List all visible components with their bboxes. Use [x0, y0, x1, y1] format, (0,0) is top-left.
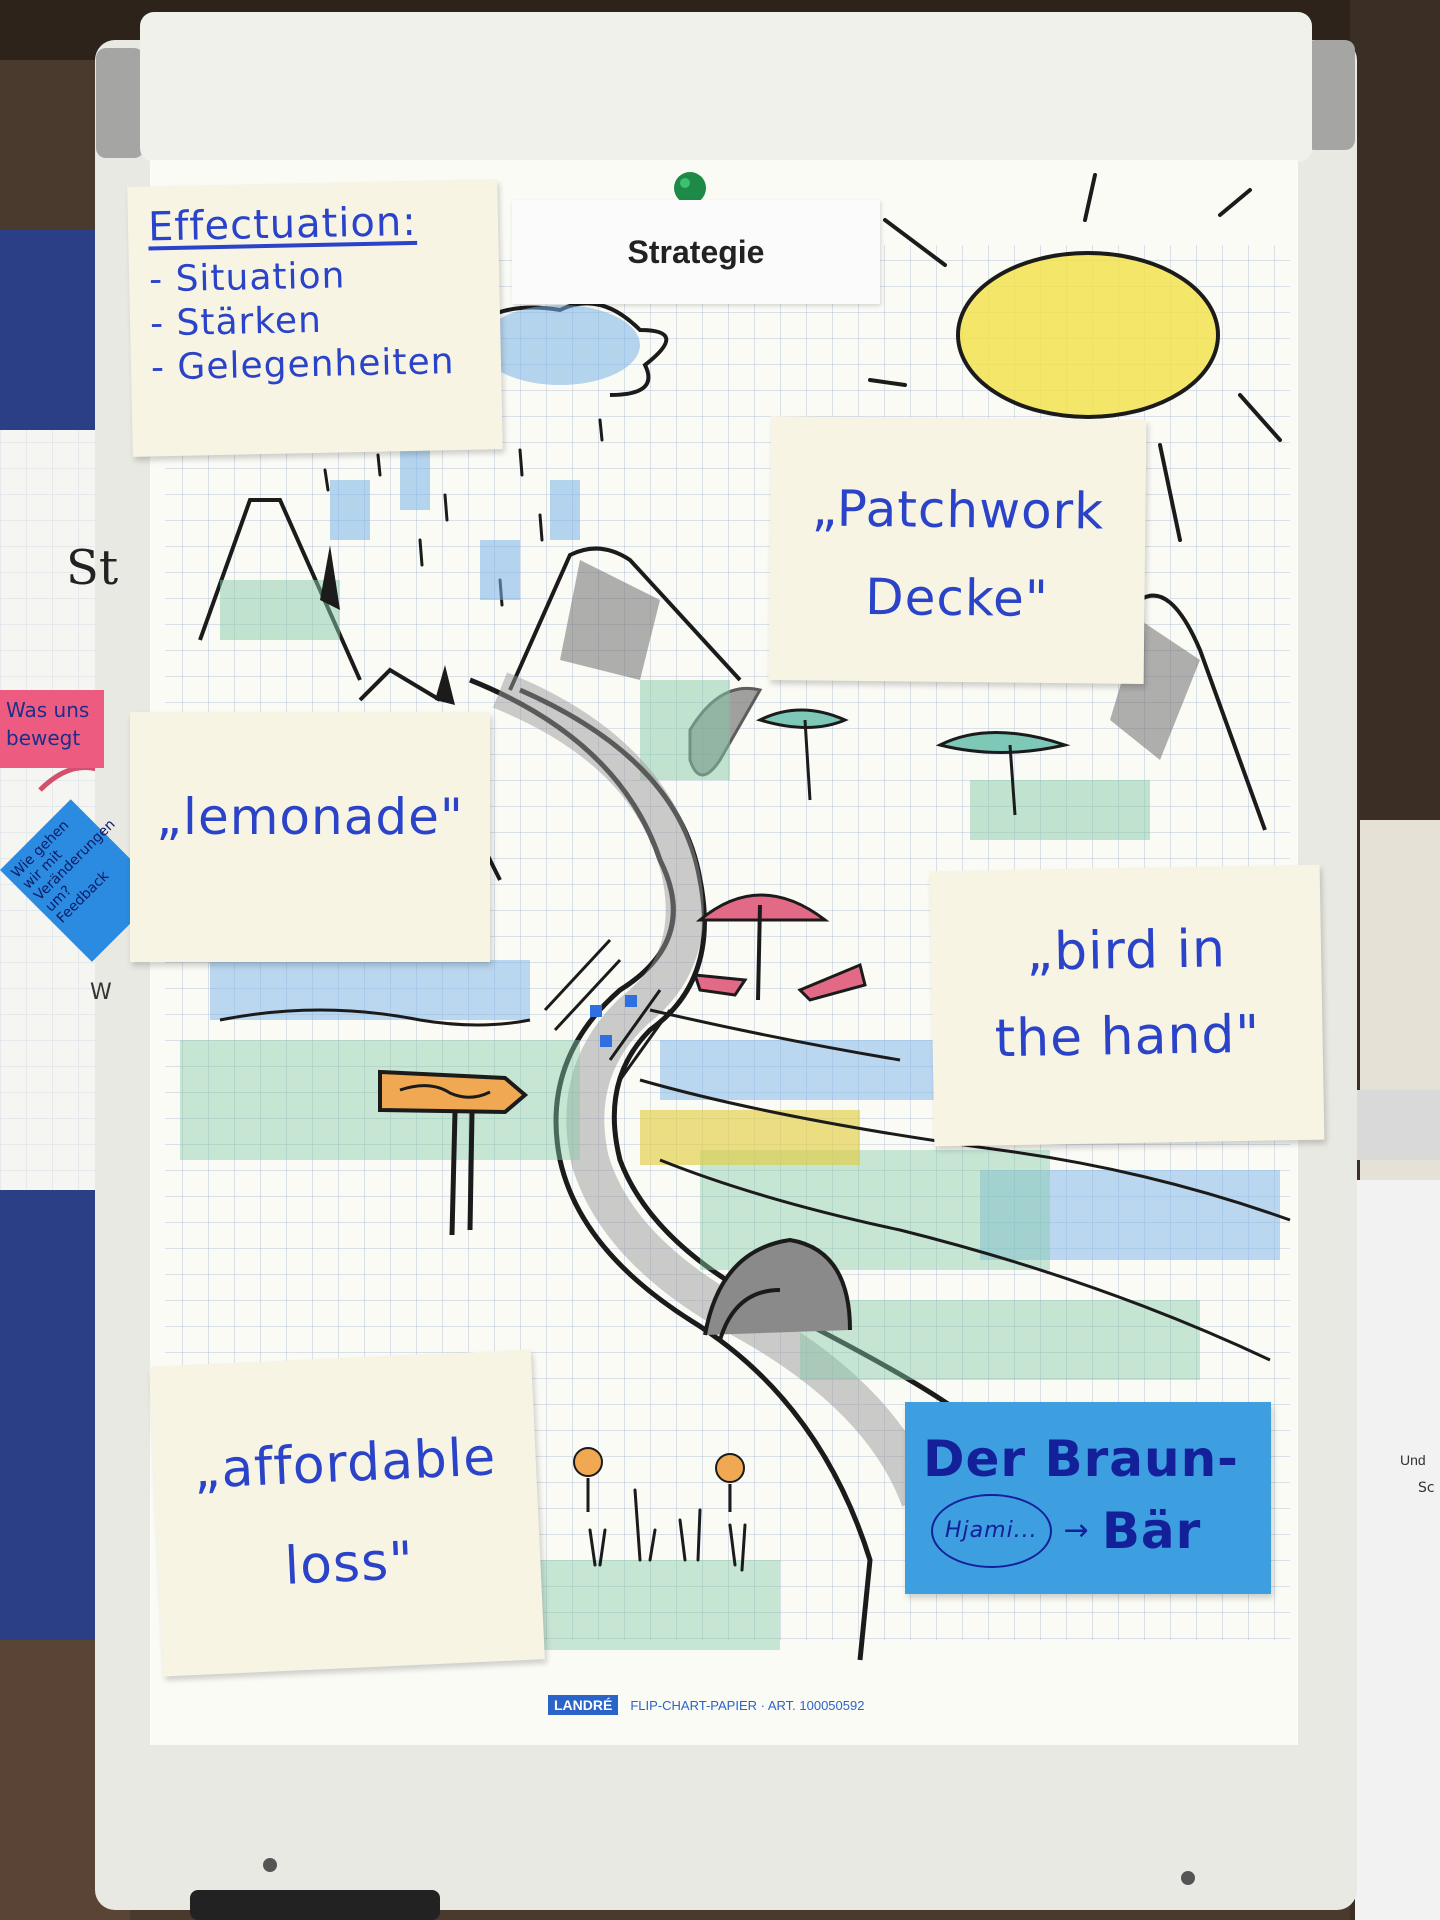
paper-footer: LANDRÉ FLIP-CHART-PAPIER · ART. 10005059… — [548, 1695, 864, 1715]
bird-line2: the hand" — [994, 1004, 1261, 1070]
arrow-right-icon: → — [1063, 1513, 1090, 1548]
effectuation-note: Effectuation: - Situation - Stärken - Ge… — [127, 179, 503, 457]
right-table-sc: Sc — [1418, 1480, 1435, 1496]
hjami-circle: Hjami... — [931, 1494, 1052, 1568]
patchwork-line2: Decke" — [864, 568, 1050, 628]
braun-baer-note: Der Braun- Hjami... → Bär — [905, 1402, 1271, 1594]
side-board-w: W — [90, 980, 112, 1005]
affordable-loss-note: „affordable loss" — [149, 1349, 545, 1677]
lemonade-text: „lemonade" — [156, 788, 464, 846]
effectuation-title: Effectuation: — [147, 198, 418, 251]
affordable-line1: „affordable — [192, 1427, 498, 1501]
patchwork-note: „Patchwork Decke" — [768, 416, 1147, 684]
patchwork-line1: „Patchwork — [811, 479, 1105, 541]
paper-footer-text: FLIP-CHART-PAPIER · ART. 100050592 — [630, 1697, 865, 1713]
bird-in-hand-note: „bird in the hand" — [929, 864, 1325, 1147]
right-table-und: Und — [1400, 1452, 1426, 1468]
braun-line1: Der Braun- — [923, 1430, 1239, 1488]
side-board-pink-note: Was uns bewegt — [0, 690, 104, 768]
side-board-heading: St — [66, 540, 119, 596]
braun-row2: Hjami... → Bär — [923, 1494, 1253, 1568]
lemonade-note: „lemonade" — [130, 712, 490, 962]
affordable-line2: loss" — [283, 1531, 416, 1597]
effectuation-item-situation: - Situation — [148, 255, 346, 301]
strategie-label: Strategie — [512, 200, 880, 304]
effectuation-item-gelegenheiten: - Gelegenheiten — [150, 341, 455, 389]
effectuation-item-staerken: - Stärken — [149, 299, 323, 345]
landre-logo: LANDRÉ — [548, 1695, 619, 1715]
braun-line2: Bär — [1101, 1502, 1202, 1560]
bird-line1: „bird in — [1025, 919, 1227, 983]
